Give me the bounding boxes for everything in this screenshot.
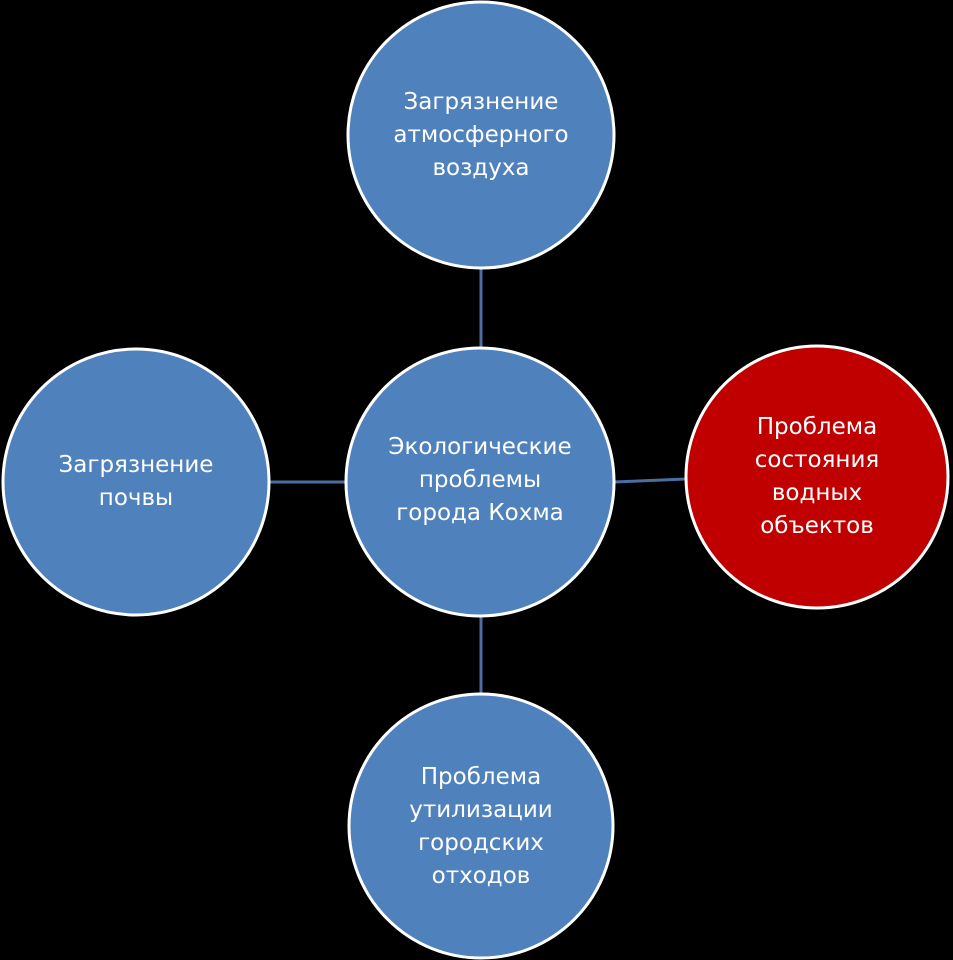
node-right-label: Проблема состояния водных объектов xyxy=(754,414,880,539)
node-left-circle xyxy=(1,347,271,617)
node-top-circle xyxy=(346,0,616,270)
node-top-label: Загрязнение атмосферного воздуха xyxy=(393,88,569,181)
connector-right xyxy=(613,477,687,484)
node-bottom-circle xyxy=(347,692,615,960)
node-left-label: Загрязнение почвы xyxy=(58,452,214,511)
node-right-circle xyxy=(684,344,950,610)
node-center-label: Экологические проблемы города Кохма xyxy=(388,433,572,526)
node-bottom-label: Проблема утилизации городских отходов xyxy=(409,764,553,889)
node-center-circle xyxy=(344,346,616,618)
